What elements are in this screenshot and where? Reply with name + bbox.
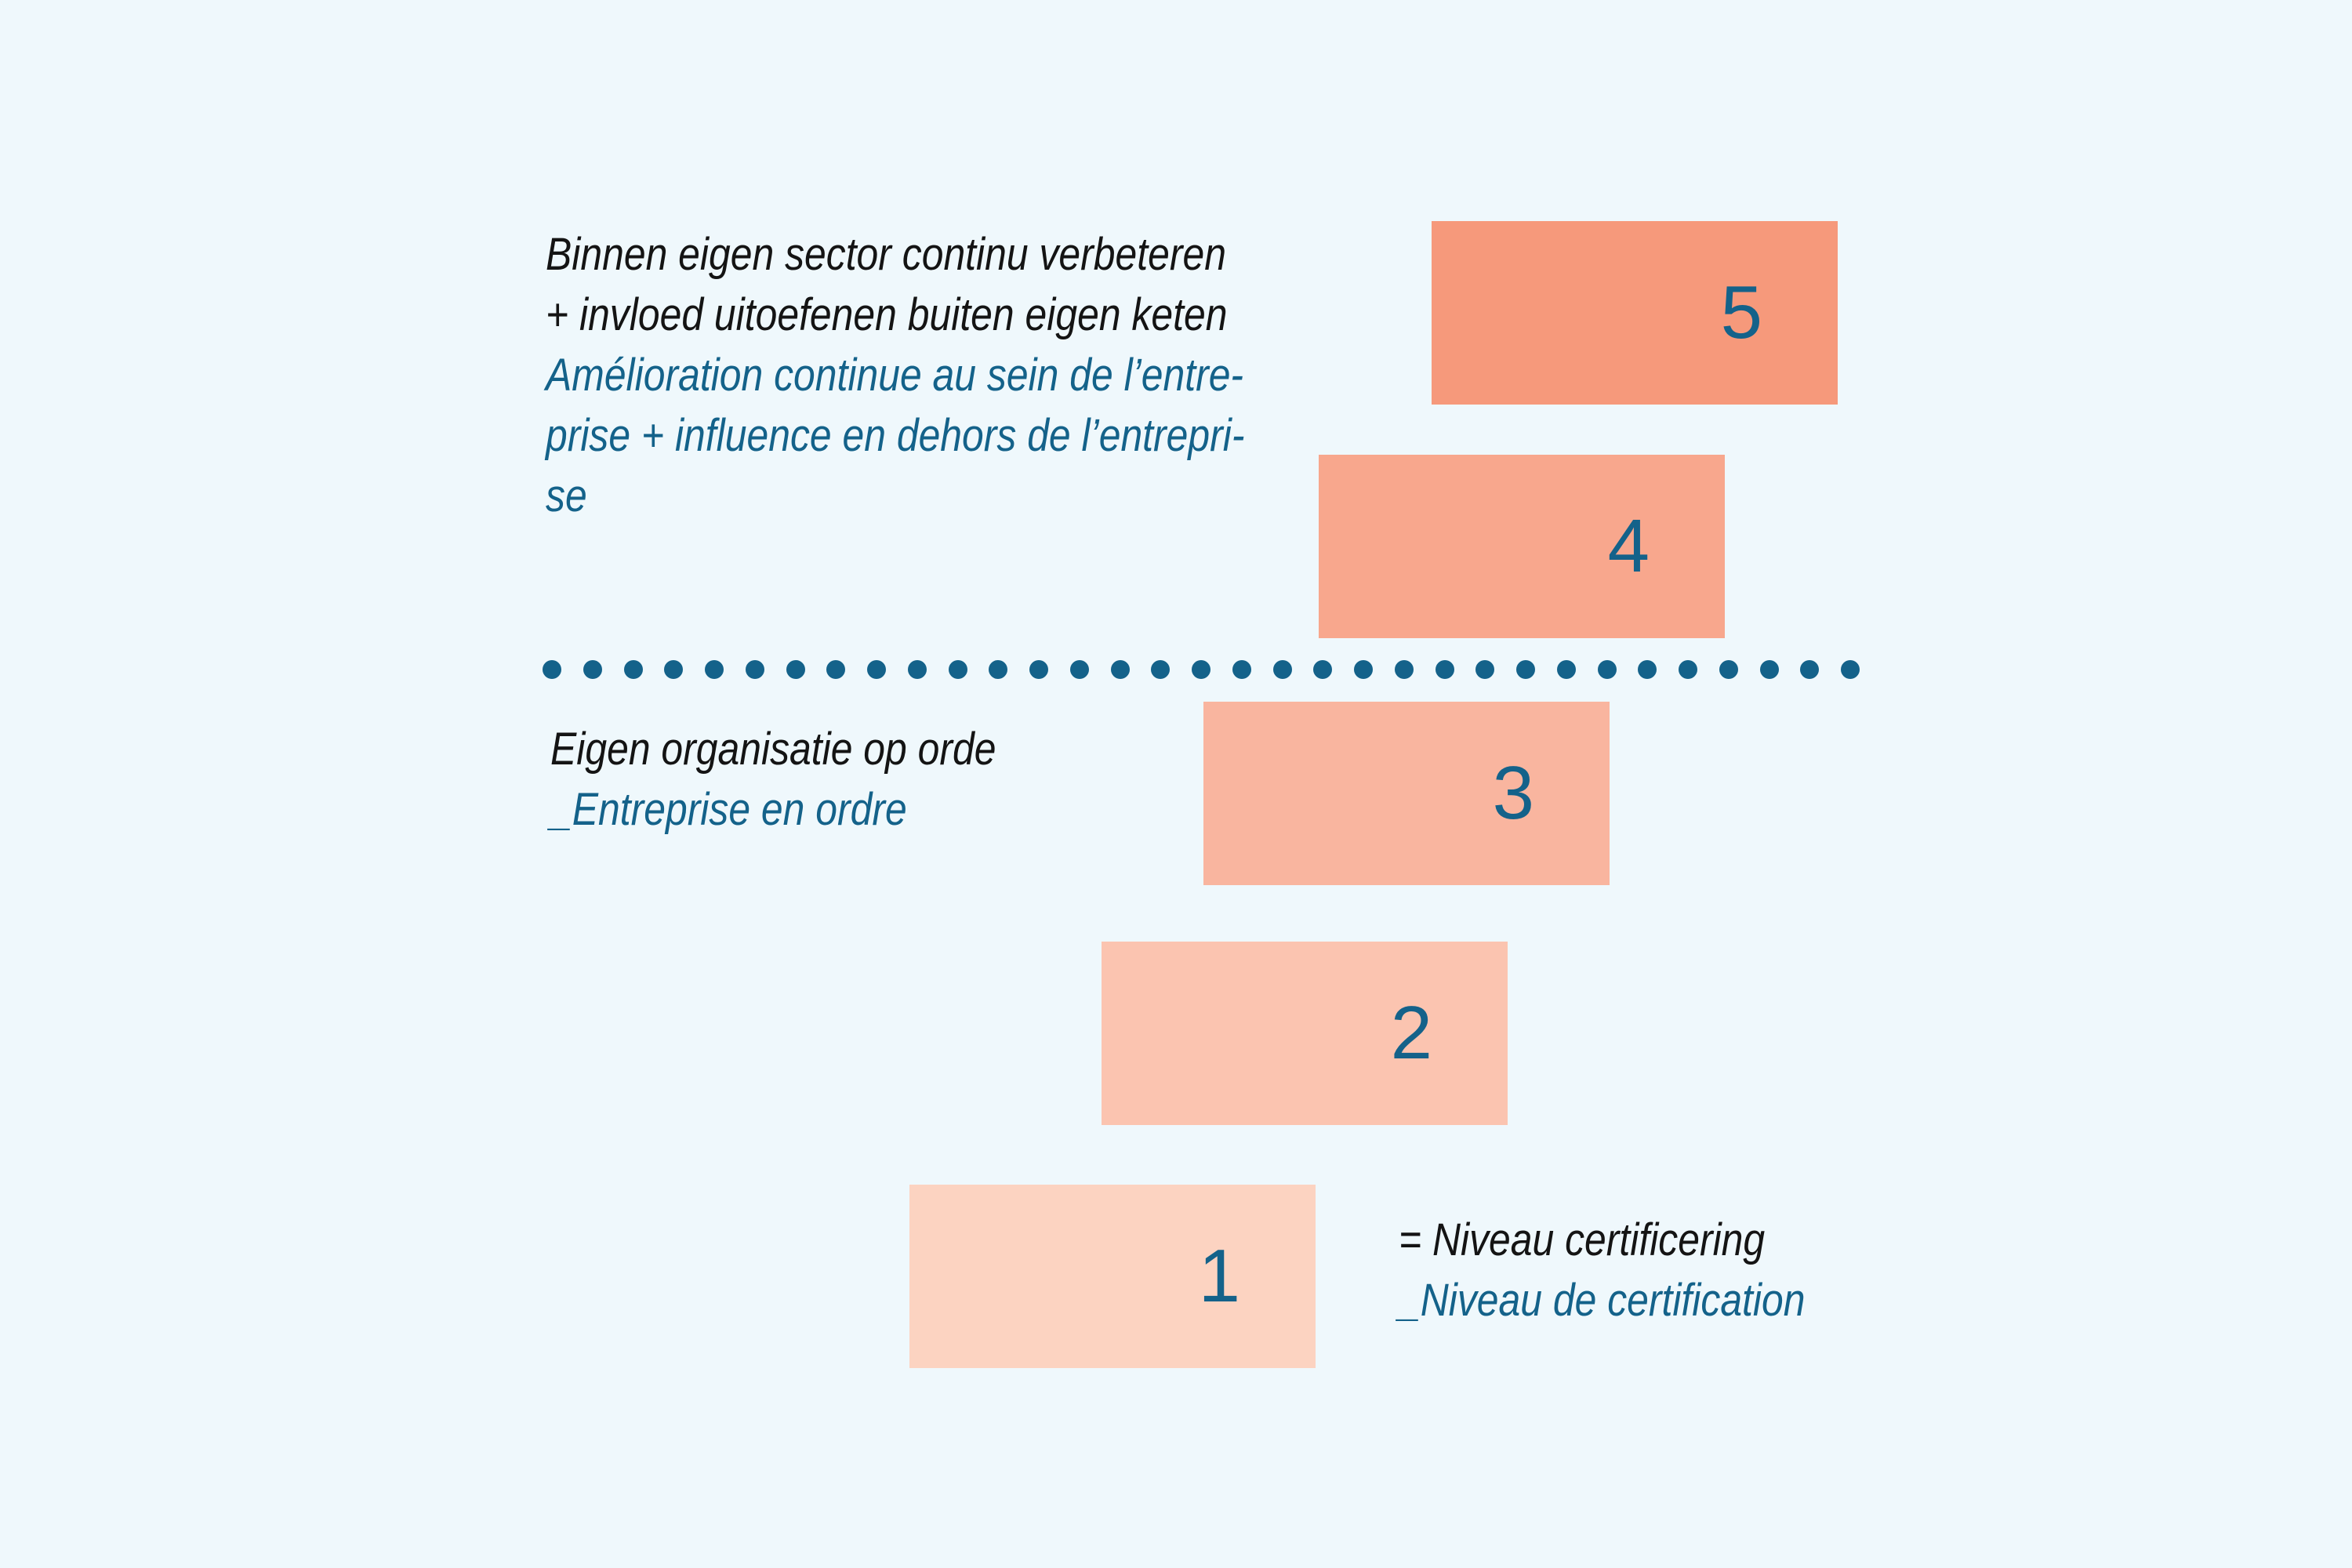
top-label-nl-line2: + invloed uitoefenen buiten eigen keten xyxy=(546,289,1228,340)
level-1-block: 1 xyxy=(909,1185,1316,1368)
divider-dot xyxy=(826,660,846,679)
level-4-number: 4 xyxy=(1607,504,1650,588)
divider-dot xyxy=(1638,660,1657,679)
divider-dot xyxy=(1759,660,1779,679)
divider-dot xyxy=(1394,660,1414,679)
top-label-nl-line1: Binnen eigen sector continu verbeteren xyxy=(546,229,1226,280)
divider-dot xyxy=(623,660,643,679)
divider-dot xyxy=(1192,660,1210,679)
level-2-block: 2 xyxy=(1102,942,1508,1125)
divider-dot xyxy=(1800,660,1820,679)
divider-dot xyxy=(583,660,602,679)
divider-dot xyxy=(1029,660,1048,679)
divider-dot xyxy=(1110,660,1130,679)
middle-label-fr: _Entreprise en ordre xyxy=(550,784,907,835)
divider-dot xyxy=(989,660,1008,679)
divider-dot xyxy=(1475,660,1495,679)
divider-dot xyxy=(1435,660,1454,679)
top-label-fr-line2: prise + influence en dehors de l’entrepr… xyxy=(546,410,1245,461)
divider-dot xyxy=(1272,660,1292,679)
divider-dot xyxy=(1516,660,1535,679)
divider-dot xyxy=(745,660,764,679)
divider-dot xyxy=(1151,660,1171,679)
dotted-divider xyxy=(543,659,1860,680)
divider-dot xyxy=(1719,660,1738,679)
top-level-label: Binnen eigen sector continu verbeteren +… xyxy=(546,224,1244,526)
divider-dot xyxy=(1597,660,1617,679)
divider-dot xyxy=(1556,660,1576,679)
certification-label-fr: _Niveau de certification xyxy=(1399,1275,1806,1326)
middle-level-label: Eigen organisatie op orde _Entreprise en… xyxy=(550,719,996,840)
divider-dot xyxy=(705,660,724,679)
divider-dot xyxy=(1232,660,1251,679)
level-3-number: 3 xyxy=(1492,751,1534,835)
top-label-fr-line1: Amélioration continue au sein de l’entre… xyxy=(546,350,1244,401)
divider-dot xyxy=(1069,660,1089,679)
divider-dot xyxy=(867,660,886,679)
divider-dot xyxy=(948,660,967,679)
certification-label-nl: = Niveau certificering xyxy=(1399,1214,1766,1265)
level-4-block: 4 xyxy=(1319,455,1725,638)
divider-dot xyxy=(1313,660,1333,679)
level-5-block: 5 xyxy=(1432,221,1838,405)
divider-dot xyxy=(907,660,927,679)
divider-dot xyxy=(1679,660,1697,679)
level-5-number: 5 xyxy=(1720,270,1762,354)
level-1-number: 1 xyxy=(1198,1234,1240,1318)
divider-dot xyxy=(1841,660,1860,679)
level-3-block: 3 xyxy=(1203,702,1610,885)
middle-label-nl: Eigen organisatie op orde xyxy=(550,724,996,775)
level-2-number: 2 xyxy=(1390,991,1432,1075)
divider-dot xyxy=(786,660,805,679)
divider-dot xyxy=(1354,660,1373,679)
divider-dot xyxy=(543,660,561,679)
certification-label: = Niveau certificering _Niveau de certif… xyxy=(1399,1210,1805,1330)
divider-dot xyxy=(664,660,684,679)
top-label-fr-line3: se xyxy=(546,470,587,521)
